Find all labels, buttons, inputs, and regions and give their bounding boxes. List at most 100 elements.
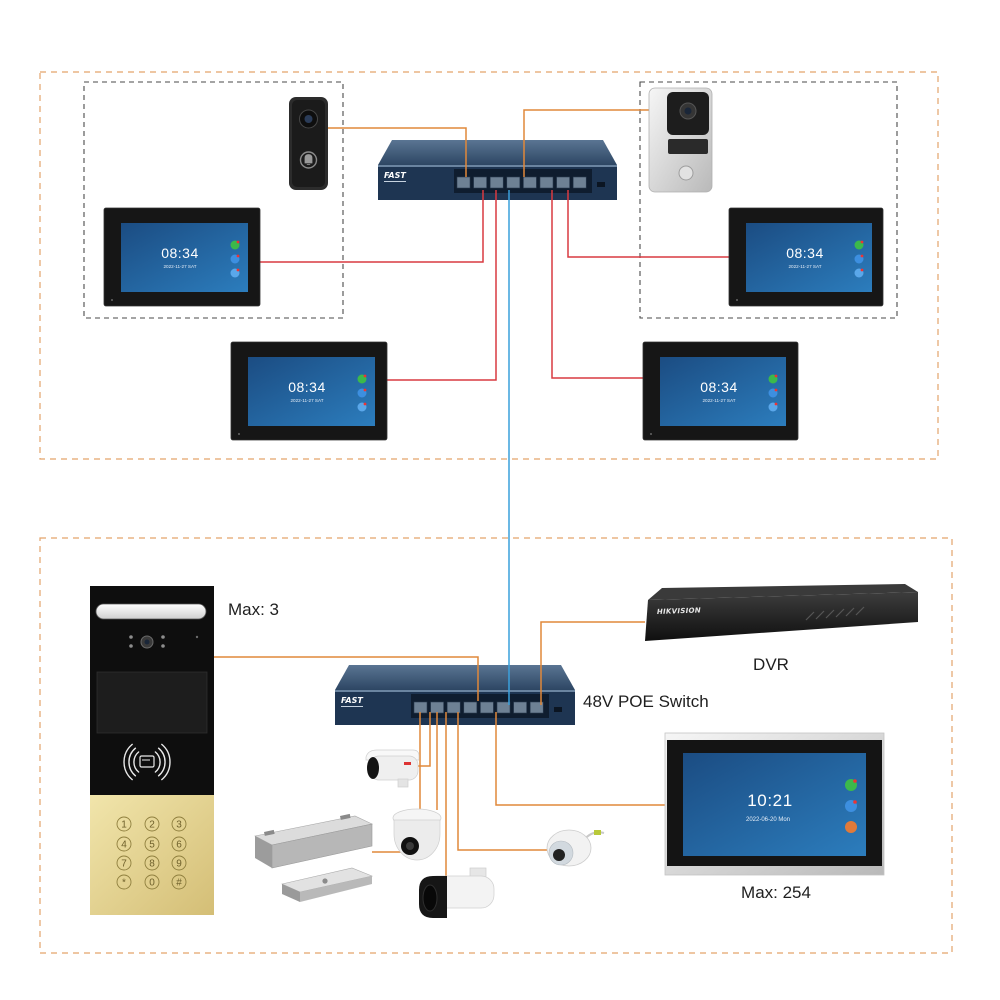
keypad-key-ring: [116, 855, 132, 871]
door-station-lcd: [96, 671, 208, 734]
keypad-key-4: 4: [121, 840, 127, 851]
notification-badge-icon: [363, 388, 367, 392]
camera-cable-connector: [594, 830, 601, 835]
switch-port: [463, 701, 478, 714]
keypad-key-2: 2: [149, 820, 155, 831]
ir-led: [129, 635, 133, 639]
light-sensor: [195, 635, 199, 639]
dvr-recorder: HIKVISION: [645, 584, 918, 641]
switch-port: [506, 176, 521, 189]
keypad-key-1: 1: [121, 820, 127, 831]
monitor-screen: [746, 223, 872, 292]
camera-lens: [367, 757, 379, 779]
switch-port: [456, 176, 471, 189]
monitor-time: 08:34: [700, 379, 738, 395]
door-station-max-label: Max: 3: [228, 600, 279, 619]
switch-top-face: [378, 140, 617, 165]
magnetic-lock: [254, 813, 374, 902]
notification-badge-icon: [860, 268, 864, 272]
monitor-date: 2022-11-27 SAT: [163, 264, 196, 269]
dvr-brand-logo: HIKVISION: [657, 606, 701, 616]
indoor-monitor-mid-left: 08:34 2022-11-27 SAT: [230, 341, 388, 441]
villa-right-group-border: [639, 81, 898, 319]
station-call-button: [678, 165, 694, 181]
poe-switch-bottom: FAST: [335, 665, 575, 725]
monitor-max-label: Max: 254: [741, 883, 811, 902]
door-station-lens-glass: [144, 639, 150, 645]
indoor-zone-border: [39, 71, 939, 460]
rfid-wave-left: [123, 743, 133, 781]
keypad-key-ring: [144, 816, 160, 832]
switch-port: [572, 176, 587, 189]
switch-power-button: [597, 182, 605, 187]
switch-port: [489, 176, 504, 189]
rfid-icon: [123, 743, 171, 781]
keypad-key-9: 9: [176, 859, 182, 870]
keypad-key-ring: [171, 874, 187, 890]
notification-badge-icon: [860, 254, 864, 258]
poe-switch-top: FAST: [378, 140, 617, 200]
bullet-camera-1: [365, 749, 420, 788]
lock-body-side: [255, 836, 272, 868]
door-station-keypad-panel: [90, 795, 214, 915]
rfid-wave-right: [154, 751, 161, 773]
keypad-key-ring: [171, 816, 187, 832]
bell-button-icon: [299, 151, 318, 169]
keypad-key-ring: [116, 836, 132, 852]
dvr-vent: [805, 611, 815, 621]
keypad: 1 2 3 4 5 6 7 8 9 * 0 #: [116, 816, 187, 890]
keypad-key-ring: [144, 836, 160, 852]
switch-port: [496, 701, 511, 714]
switch-edge-highlight: [378, 165, 617, 167]
unlock-icon: [845, 821, 857, 833]
keypad-key-ring: [144, 874, 160, 890]
armature-bolt: [322, 878, 328, 884]
notification-badge-icon: [236, 254, 240, 258]
cable-monitor-top-right: [567, 190, 729, 258]
keypad-key-8: 8: [149, 859, 155, 870]
doorbell-lens-glass: [304, 115, 313, 123]
ir-led: [129, 644, 133, 648]
switch-port: [480, 701, 494, 714]
switch-power-button: [554, 707, 562, 712]
switch-brand-underline: [341, 706, 363, 707]
cable-monitor-mid-left: [386, 190, 497, 381]
switch-port: [430, 701, 444, 714]
lock-mount-bracket: [264, 829, 275, 836]
ir-led: [161, 644, 165, 648]
monitor-screen: [683, 753, 866, 856]
cable-switch-to-dome-camera: [457, 712, 547, 851]
power-indicator: [650, 433, 652, 435]
switch-edge-highlight: [335, 690, 575, 692]
bullet-camera-2: [419, 867, 495, 918]
dvr-label: DVR: [753, 655, 789, 674]
dvr-vent: [835, 608, 845, 618]
monitor-time: 08:34: [786, 245, 824, 261]
villa-left-group-border: [83, 81, 344, 319]
notification-badge-icon: [363, 374, 367, 378]
notification-badge-icon: [853, 800, 857, 804]
switch-port: [513, 701, 527, 714]
dome-camera: [546, 829, 605, 867]
ir-led: [161, 635, 165, 639]
dvr-front-face: [645, 592, 918, 641]
keypad-key-5: 5: [149, 840, 155, 851]
armature-plate-side: [282, 884, 300, 902]
keypad-key-hash: #: [176, 878, 182, 889]
switch-port: [413, 701, 428, 714]
power-indicator: [238, 433, 240, 435]
switch-port: [556, 176, 570, 189]
notification-badge-icon: [774, 402, 778, 406]
camera-lens: [422, 884, 438, 912]
monitor-time: 10:21: [747, 791, 793, 810]
armature-plate-front: [300, 876, 372, 902]
keypad-key-ring: [144, 855, 160, 871]
notification-badge-icon: [236, 240, 240, 244]
cable-monitor-mid-right: [551, 190, 643, 379]
power-indicator: [736, 299, 738, 301]
notification-badge-icon: [774, 388, 778, 392]
monitor-time: 08:34: [288, 379, 326, 395]
camera-lens-glass: [406, 842, 414, 850]
outdoor-zone-border: [39, 537, 953, 954]
camera-housing: [393, 819, 441, 861]
